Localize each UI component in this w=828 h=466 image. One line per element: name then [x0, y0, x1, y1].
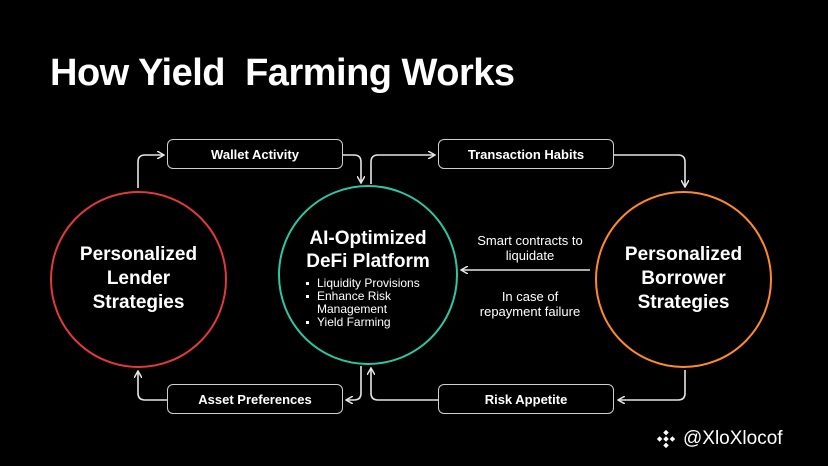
arrow-transaction-to-borrower — [614, 154, 685, 186]
borrower-title-line: Personalized — [624, 244, 743, 265]
binance-icon — [656, 429, 676, 449]
lender-title-line: Strategies — [92, 292, 185, 313]
transaction-habits-box: Transaction Habits — [438, 139, 614, 169]
lender-strategies-circle: Personalized Lender Strategies — [50, 191, 227, 368]
wallet-activity-box: Wallet Activity — [167, 139, 343, 169]
asset-preferences-box: Asset Preferences — [167, 384, 343, 414]
arrow-platform-to-asset — [347, 366, 362, 400]
arrow-borrower-to-risk — [619, 370, 686, 400]
borrower-title-line: Borrower — [641, 268, 726, 289]
lender-title-line: Personalized — [79, 244, 198, 265]
arrow-asset-to-lender — [138, 372, 167, 401]
defi-platform-circle: AI-Optimized DeFi Platform Liquidity Pro… — [278, 185, 458, 365]
platform-title-line: AI-Optimized — [309, 228, 427, 249]
page-title: How Yield Farming Works — [50, 52, 515, 94]
platform-title: AI-Optimized DeFi Platform — [280, 227, 456, 273]
platform-features-list: Liquidity Provisions Enhance Risk Manage… — [304, 277, 427, 329]
arrow-wallet-to-platform — [343, 154, 361, 182]
watermark-text: @XloXlocof — [683, 428, 783, 449]
arrow-risk-to-platform — [371, 369, 438, 401]
borrower-title: Personalized Borrower Strategies — [597, 243, 770, 315]
feature-item: Liquidity Provisions — [304, 277, 427, 290]
watermark: @XloXlocof — [655, 428, 783, 450]
lender-title: Personalized Lender Strategies — [52, 243, 225, 315]
risk-appetite-box: Risk Appetite — [438, 384, 614, 414]
lender-title-line: Lender — [106, 268, 171, 289]
feature-item: Yield Farming — [304, 316, 427, 329]
borrower-title-line: Strategies — [637, 292, 730, 313]
platform-title-line: DeFi Platform — [306, 251, 430, 272]
repayment-failure-label: In case of repayment failure — [479, 289, 581, 319]
feature-item: Enhance Risk Management — [304, 290, 427, 316]
smart-contracts-label: Smart contracts to liquidate — [477, 233, 583, 263]
arrow-platform-to-transaction — [370, 155, 434, 184]
arrow-lender-to-wallet — [137, 155, 163, 188]
borrower-strategies-circle: Personalized Borrower Strategies — [595, 191, 772, 368]
